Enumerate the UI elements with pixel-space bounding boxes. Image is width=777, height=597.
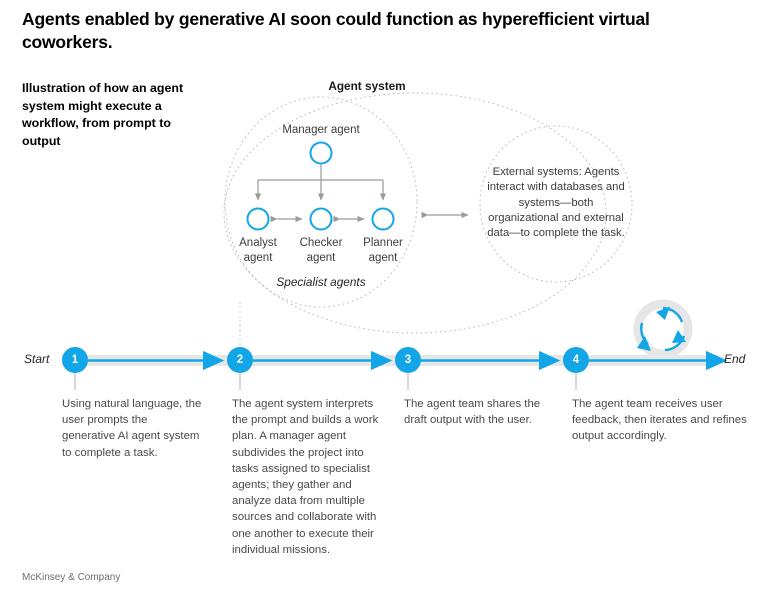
footer-attribution: McKinsey & Company — [22, 572, 121, 583]
analyst-agent-node — [246, 207, 270, 231]
external-systems-description: External systems: Agents interact with d… — [487, 166, 625, 240]
timeline-node-4[interactable]: 4 — [563, 347, 589, 373]
step-tick-marks — [74, 373, 577, 390]
agent-system-title: Agent system — [328, 79, 406, 93]
timeline-end-label: End — [724, 352, 746, 366]
checker-agent-node — [309, 207, 333, 231]
planner-agent-node — [371, 207, 395, 231]
iteration-loop-icon — [633, 299, 693, 359]
page-title: Agents enabled by generative AI soon cou… — [22, 9, 650, 53]
manager-agent-node — [309, 141, 333, 165]
timeline-node-1[interactable]: 1 — [62, 347, 88, 373]
step-description-1: Using natural language, the user prompts… — [62, 398, 202, 459]
step-description-3: The agent team shares the draft output w… — [404, 398, 541, 427]
manager-agent-label: Manager agent — [282, 124, 360, 136]
analyst-agent-label: Analyst agent — [239, 237, 277, 264]
specialist-agents-caption: Specialist agents — [276, 275, 366, 289]
step-description-2: The agent system interprets the prompt a… — [232, 398, 379, 556]
timeline-track — [62, 355, 717, 366]
timeline-node-3[interactable]: 3 — [395, 347, 421, 373]
timeline-start-label: Start — [24, 352, 50, 366]
subtitle: Illustration of how an agent system migh… — [22, 81, 184, 148]
planner-agent-label: Planner agent — [363, 237, 403, 264]
manager-to-specialists-connector — [254, 164, 387, 201]
timeline-node-2[interactable]: 2 — [227, 347, 253, 373]
checker-agent-label: Checker agent — [299, 237, 343, 264]
step-description-4: The agent team receives user feedback, t… — [572, 398, 747, 443]
